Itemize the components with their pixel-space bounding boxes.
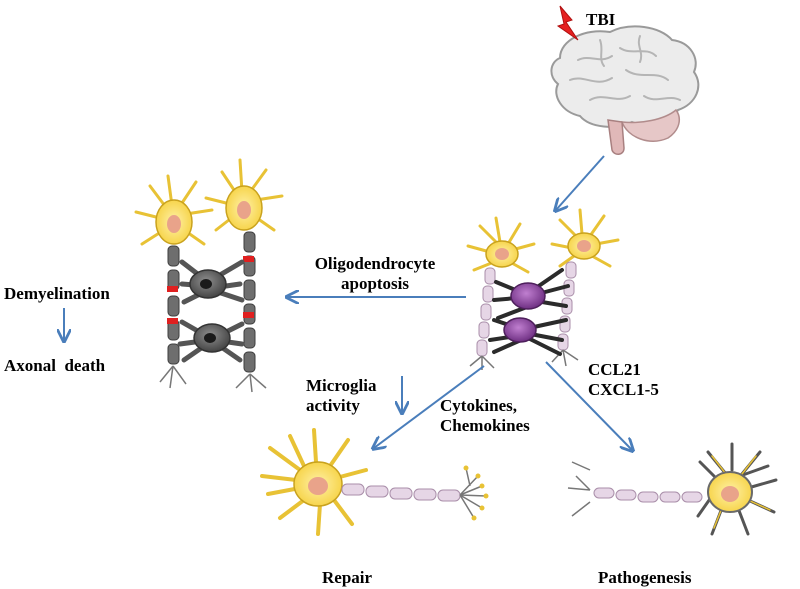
cytokines-chemokines-label: Cytokines, Chemokines xyxy=(440,396,530,436)
arrow-to-pathogenesis xyxy=(545,361,632,450)
ccl21-label: CCL21 xyxy=(588,360,641,379)
damaged-myelin-right-icon xyxy=(243,231,256,373)
neuron-right-icon xyxy=(550,208,620,268)
microglia-activity-label: Microglia activity xyxy=(306,376,377,416)
cytokines-line-2: Chemokines xyxy=(440,416,530,435)
chemokine-names-label: CCL21 CXCL1-5 xyxy=(588,360,659,400)
repair-neuron-icon xyxy=(260,428,489,536)
lightning-icon xyxy=(556,5,579,41)
oligo-line-1: Oligodendrocyte xyxy=(314,254,436,273)
repair-myelin-icon xyxy=(341,483,461,502)
damaged-myelin-left-icon xyxy=(167,245,180,365)
oligodendrocyte-icon xyxy=(488,317,568,356)
pathogenic-neuron-icon xyxy=(567,442,778,536)
arrow-to-repair xyxy=(374,365,485,448)
microglia-line-1: Microglia xyxy=(306,376,377,395)
oligodendrocyte-icon xyxy=(492,268,570,320)
cxcl-label: CXCL1-5 xyxy=(588,380,659,399)
cytokines-line-1: Cytokines, xyxy=(440,396,517,415)
pathogenic-myelin-icon xyxy=(593,487,703,503)
demyelination-label: Demyelination xyxy=(4,284,110,303)
repair-label: Repair xyxy=(322,568,373,587)
neuron-right-icon xyxy=(204,158,284,232)
axonal-death-label: Axonal death xyxy=(4,356,106,375)
neuron-left-icon xyxy=(466,216,536,274)
healthy-neuron-cluster xyxy=(466,208,620,370)
damaged-oligodendrocyte-icon xyxy=(177,319,245,363)
pathogenesis-label: Pathogenesis xyxy=(598,568,692,587)
myelin-left-icon xyxy=(476,267,496,357)
arrow-brain-to-cluster xyxy=(556,155,605,210)
brain-icon xyxy=(550,25,700,155)
oligodendrocyte-apoptosis-label: Oligodendrocyte apoptosis xyxy=(300,254,450,294)
damaged-oligodendrocyte-icon xyxy=(179,259,245,305)
oligo-line-2: apoptosis xyxy=(340,274,410,293)
damaged-neuron-cluster xyxy=(134,158,284,393)
tbi-label: TBI xyxy=(586,10,616,29)
microglia-line-2: activity xyxy=(306,396,360,415)
neuron-left-icon xyxy=(134,174,214,246)
